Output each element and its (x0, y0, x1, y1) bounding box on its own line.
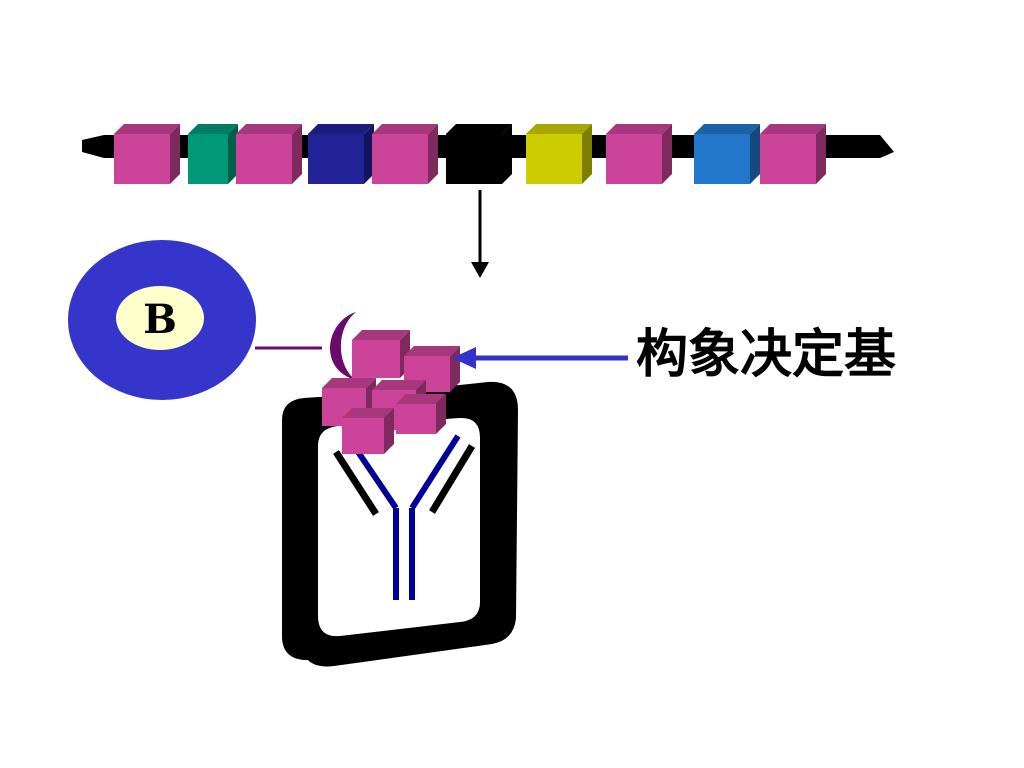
antibody (333, 434, 475, 600)
epitope-block-6 (396, 394, 446, 434)
cube-9 (694, 124, 760, 184)
cube-5 (372, 124, 438, 184)
cube-3 (236, 124, 302, 184)
cube-10 (760, 124, 826, 184)
cube-8 (606, 124, 672, 184)
epitope-label: 构象决定基 (636, 325, 896, 385)
cube-row (114, 124, 826, 184)
cube-2 (188, 124, 238, 184)
b-cell-nucleus (116, 286, 204, 350)
cube-4 (308, 124, 374, 184)
cube-6 (446, 124, 512, 184)
epitope-pointer (452, 347, 628, 369)
fold-arrow (471, 190, 489, 278)
receptor-crescent (330, 312, 356, 380)
cube-7 (526, 124, 592, 184)
cube-1 (114, 124, 180, 184)
b-cell-letter: B (143, 296, 177, 343)
epitope-block-1 (352, 330, 410, 378)
epitope-block-5 (342, 408, 394, 454)
bcr-receptor (255, 312, 356, 380)
b-cell: B (68, 240, 256, 400)
protein-chain (82, 124, 894, 184)
conformational-epitope (322, 330, 460, 454)
